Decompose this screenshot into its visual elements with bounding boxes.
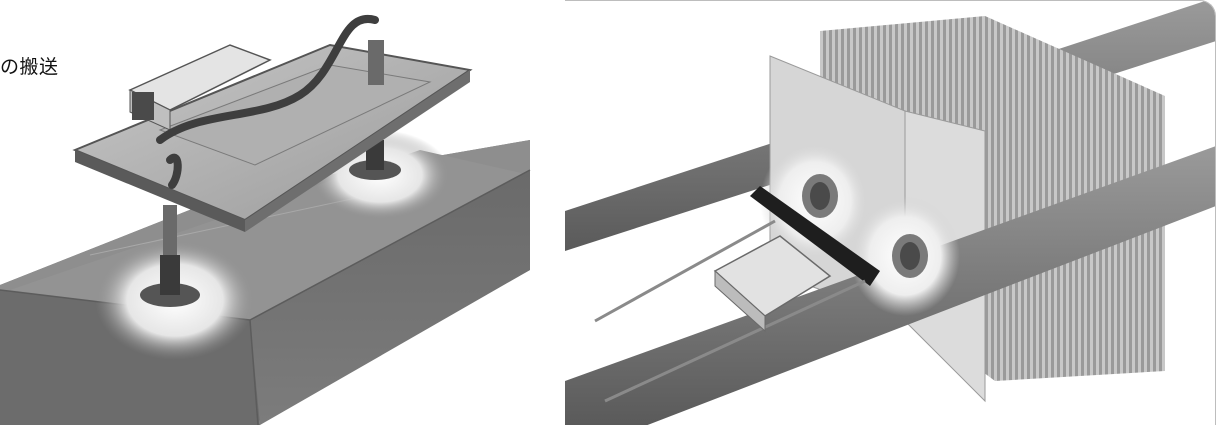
- fitting: [368, 40, 384, 85]
- suction-cup: [140, 205, 200, 307]
- left-illustration-panel: の搬送: [0, 0, 604, 425]
- guide-rod: [604, 279, 866, 403]
- right-illustration-panel: [565, 0, 1216, 425]
- vacuum-gripper-on-box-illustration: [0, 14, 531, 425]
- vacuum-hose: [166, 153, 182, 189]
- mounting-bar: [750, 186, 880, 286]
- vacuum-hose: [156, 14, 379, 144]
- suction-cups-on-sheet-stack-illustration: [565, 1, 1215, 425]
- suction-cup: [802, 174, 838, 218]
- caption-text: の搬送: [0, 56, 59, 78]
- suction-cup: [892, 234, 928, 278]
- vacuum-ejector-unit: [128, 44, 272, 131]
- guide-rod: [594, 219, 776, 323]
- gripper-plate: [72, 43, 473, 232]
- air-cylinder: [713, 235, 832, 333]
